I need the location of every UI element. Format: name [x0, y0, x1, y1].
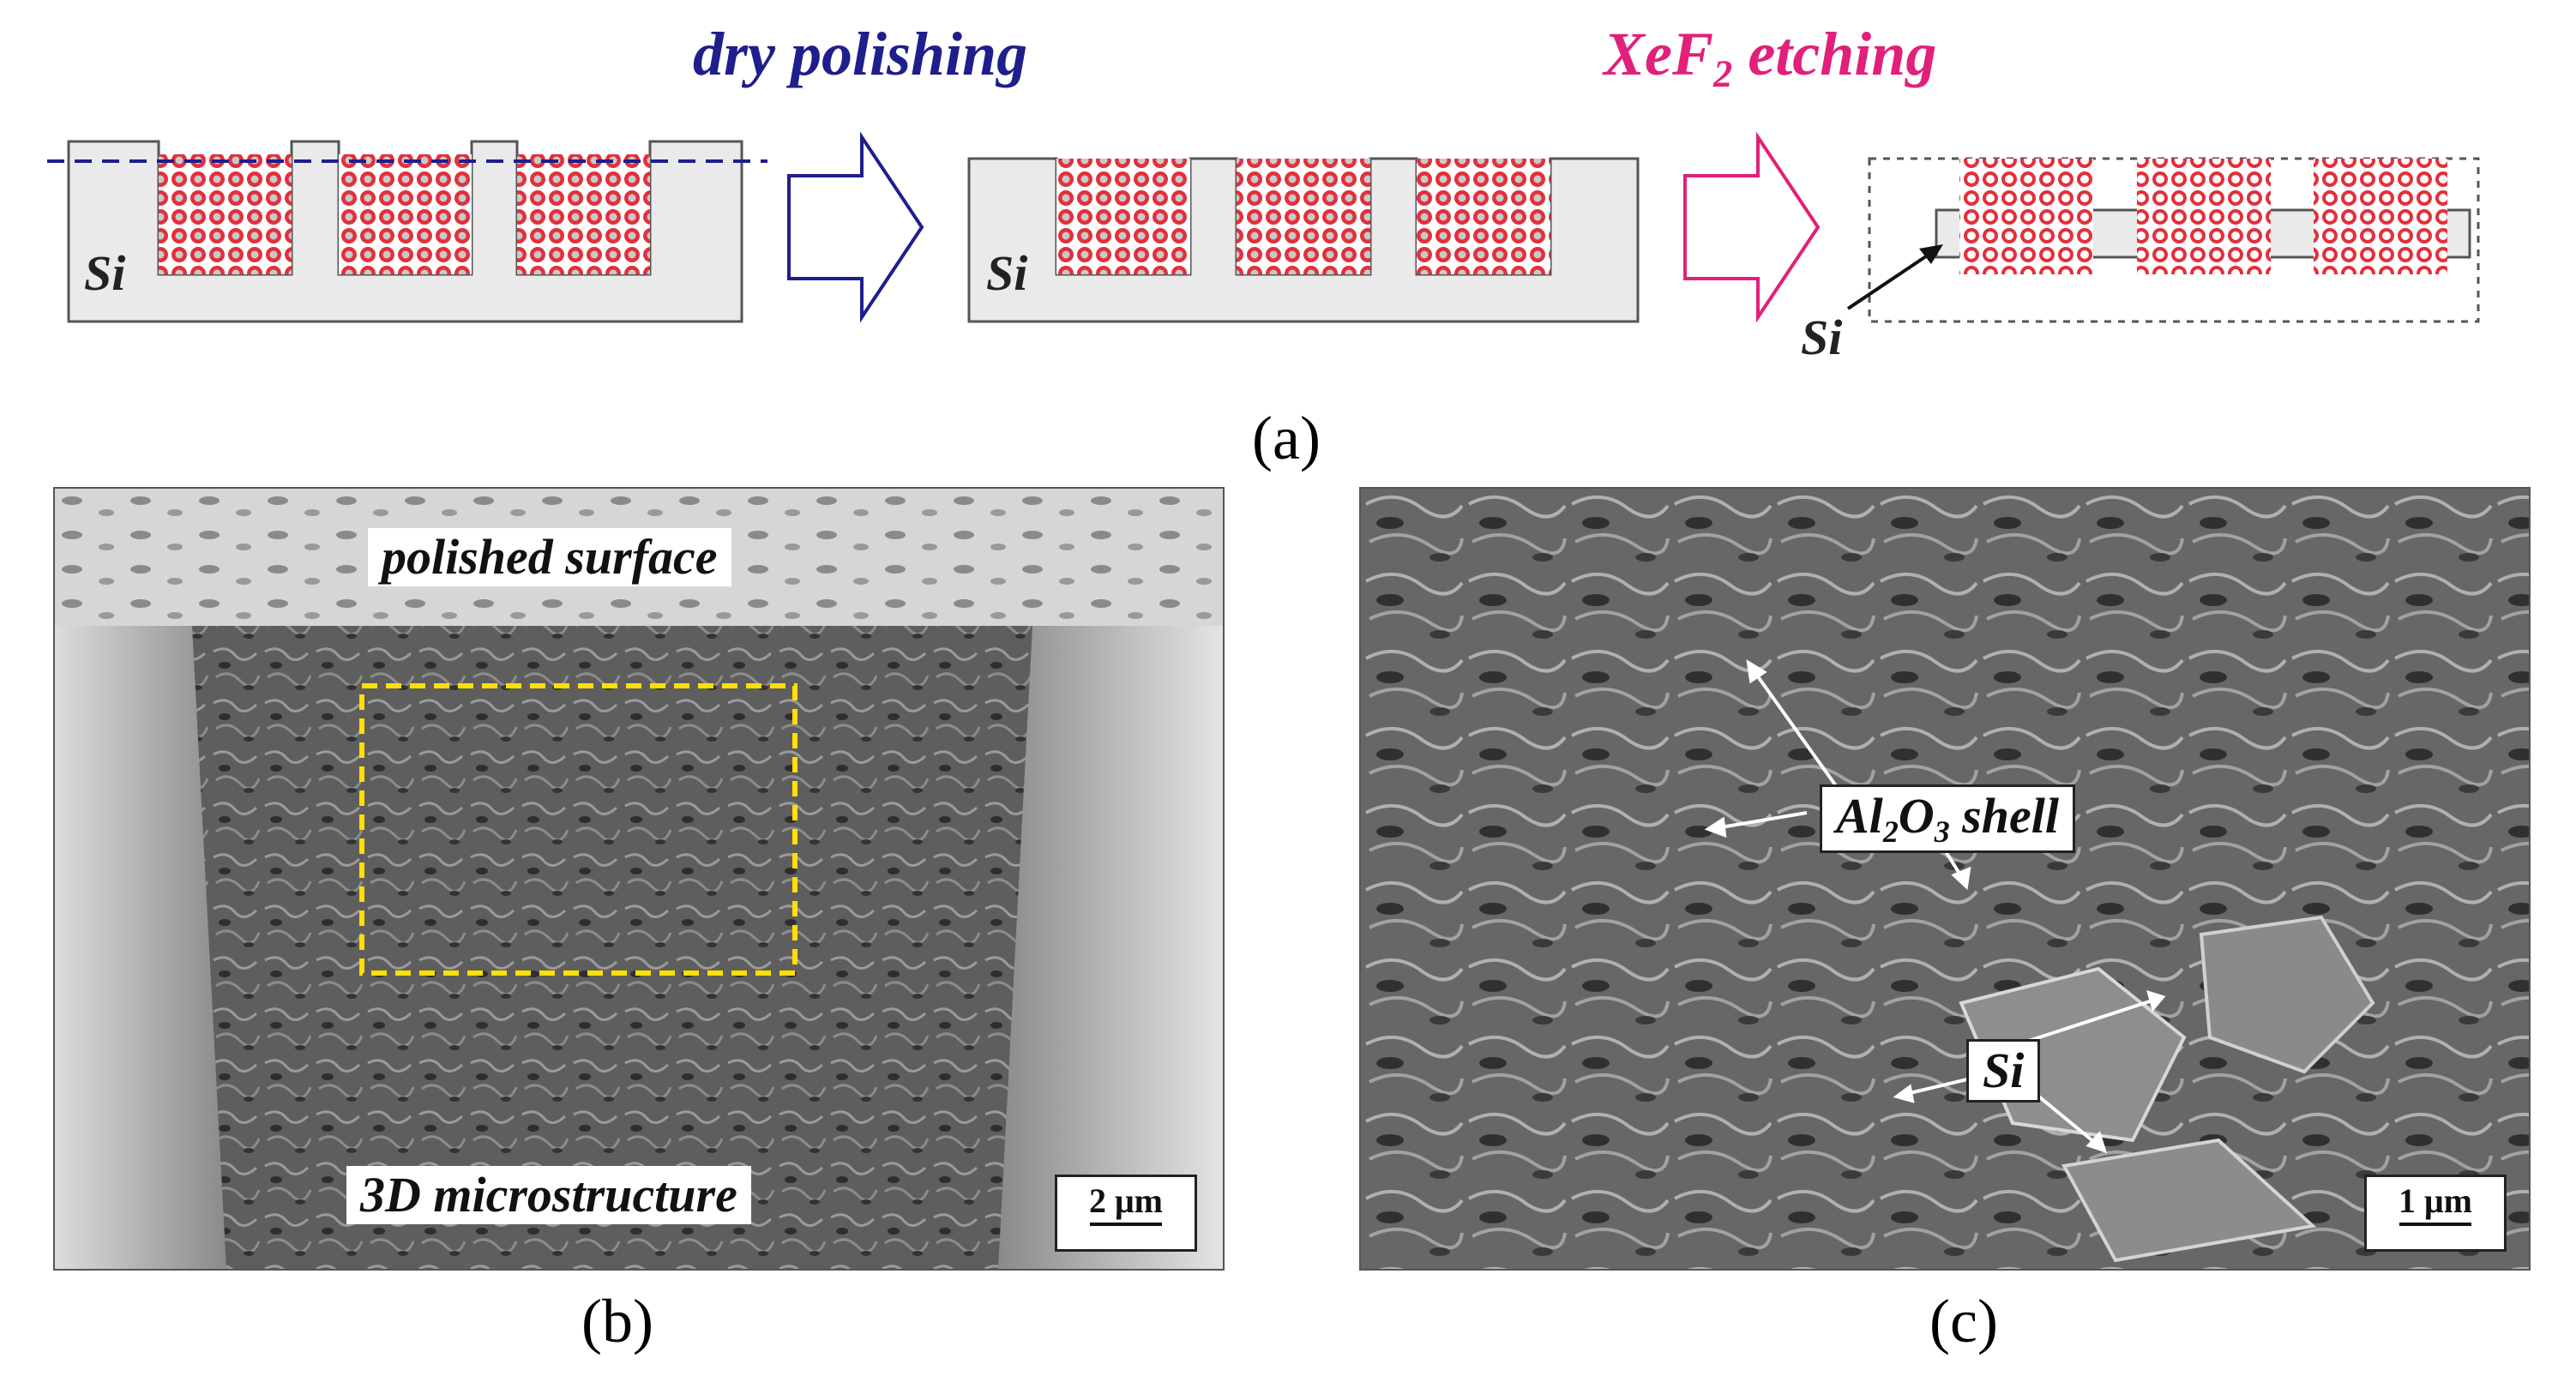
- si-pointer: [1846, 251, 1933, 310]
- annotation-arrows: [1704, 659, 2166, 1154]
- stage1-fill-2: [339, 154, 472, 274]
- polished-surface-label: polished surface: [368, 528, 731, 586]
- si-label-stage2: Si: [986, 245, 1028, 301]
- step2-label: XeF2 etching: [1604, 19, 1936, 95]
- microstructure-label: 3D microstructure: [346, 1166, 751, 1224]
- stage3-fill-2: [2137, 159, 2271, 274]
- panel-b-sem-image: polished surface 3D microstructure 2 μm: [53, 487, 1225, 1271]
- al2o3-shell-label: Al2O3 shell: [1820, 784, 2075, 854]
- si-pointer-head: [1919, 244, 1943, 264]
- si-grain-3: [2061, 1138, 2317, 1263]
- scale-bar-c-text: 1 μm: [2398, 1181, 2472, 1220]
- caption-c: (c): [1929, 1287, 1998, 1355]
- si-label-stage3: Si: [1801, 309, 1843, 365]
- scale-bar-b: 2 μm: [1055, 1175, 1197, 1252]
- stage1-fill-3: [517, 154, 650, 274]
- step2-label-rest: etching: [1732, 20, 1937, 88]
- al2o3-label-rest: shell: [1949, 788, 2059, 844]
- stage1-fill-1: [159, 154, 292, 274]
- al2o3-label-sub1: 2: [1882, 814, 1899, 849]
- step2-label-sub: 2: [1713, 51, 1733, 95]
- scale-bar-b-text: 2 μm: [1089, 1181, 1163, 1220]
- caption-b: (b): [581, 1287, 653, 1355]
- si-label-stage1: Si: [84, 245, 126, 301]
- panel-c-texture: [1361, 489, 2529, 1269]
- stage3-fill-3: [2314, 159, 2447, 274]
- stage2-fill-1: [1056, 159, 1190, 274]
- stage3-fill-1: [1959, 159, 2093, 274]
- scale-bar-b-line: [1090, 1223, 1162, 1226]
- stage2-fill-2: [1237, 159, 1370, 274]
- al2o3-label-mid: O: [1898, 788, 1935, 844]
- region-of-interest: [359, 683, 797, 976]
- si-label-c: Si: [1966, 1039, 2041, 1103]
- al2o3-label-main: Al: [1836, 788, 1883, 844]
- al2o3-label-sub2: 3: [1934, 814, 1950, 849]
- panel-c-sem-image: Al2O3 shell Si 1 μm: [1359, 487, 2531, 1271]
- arrow-1: [787, 131, 924, 323]
- panel-a-schematic: [47, 131, 2480, 323]
- scale-bar-c-line: [2399, 1223, 2471, 1226]
- panel-a: dry polishing XeF2 etching Si Si Si: [0, 0, 2576, 403]
- step1-label: dry polishing: [693, 20, 1028, 88]
- scale-bar-c: 1 μm: [2364, 1175, 2507, 1252]
- panel-b-texture: [55, 489, 1223, 1269]
- stage2-fill-3: [1417, 159, 1550, 274]
- caption-a: (a): [1252, 404, 1321, 472]
- arrow-2: [1683, 131, 1821, 323]
- step2-label-main: XeF: [1604, 20, 1714, 88]
- si-grain-2: [2199, 915, 2375, 1074]
